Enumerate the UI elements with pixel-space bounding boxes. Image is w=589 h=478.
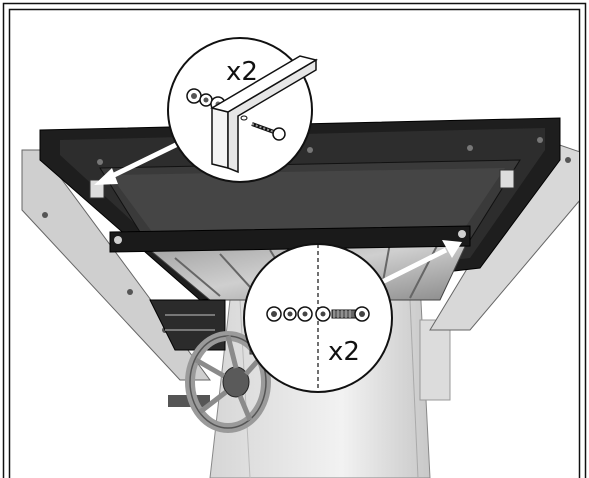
callout-top: x2 — [167, 37, 318, 183]
arrow-bottom-right — [380, 240, 462, 285]
table-underside — [39, 117, 561, 351]
callout-bottom: x2 — [243, 243, 393, 393]
handwheel — [185, 331, 271, 433]
callout-top-quantity: x2 — [226, 57, 258, 87]
callout-bottom-quantity: x2 — [328, 337, 360, 367]
hardware-set-bottom — [266, 306, 370, 322]
angle-bracket — [210, 55, 318, 174]
arrow-top-left — [94, 137, 188, 185]
